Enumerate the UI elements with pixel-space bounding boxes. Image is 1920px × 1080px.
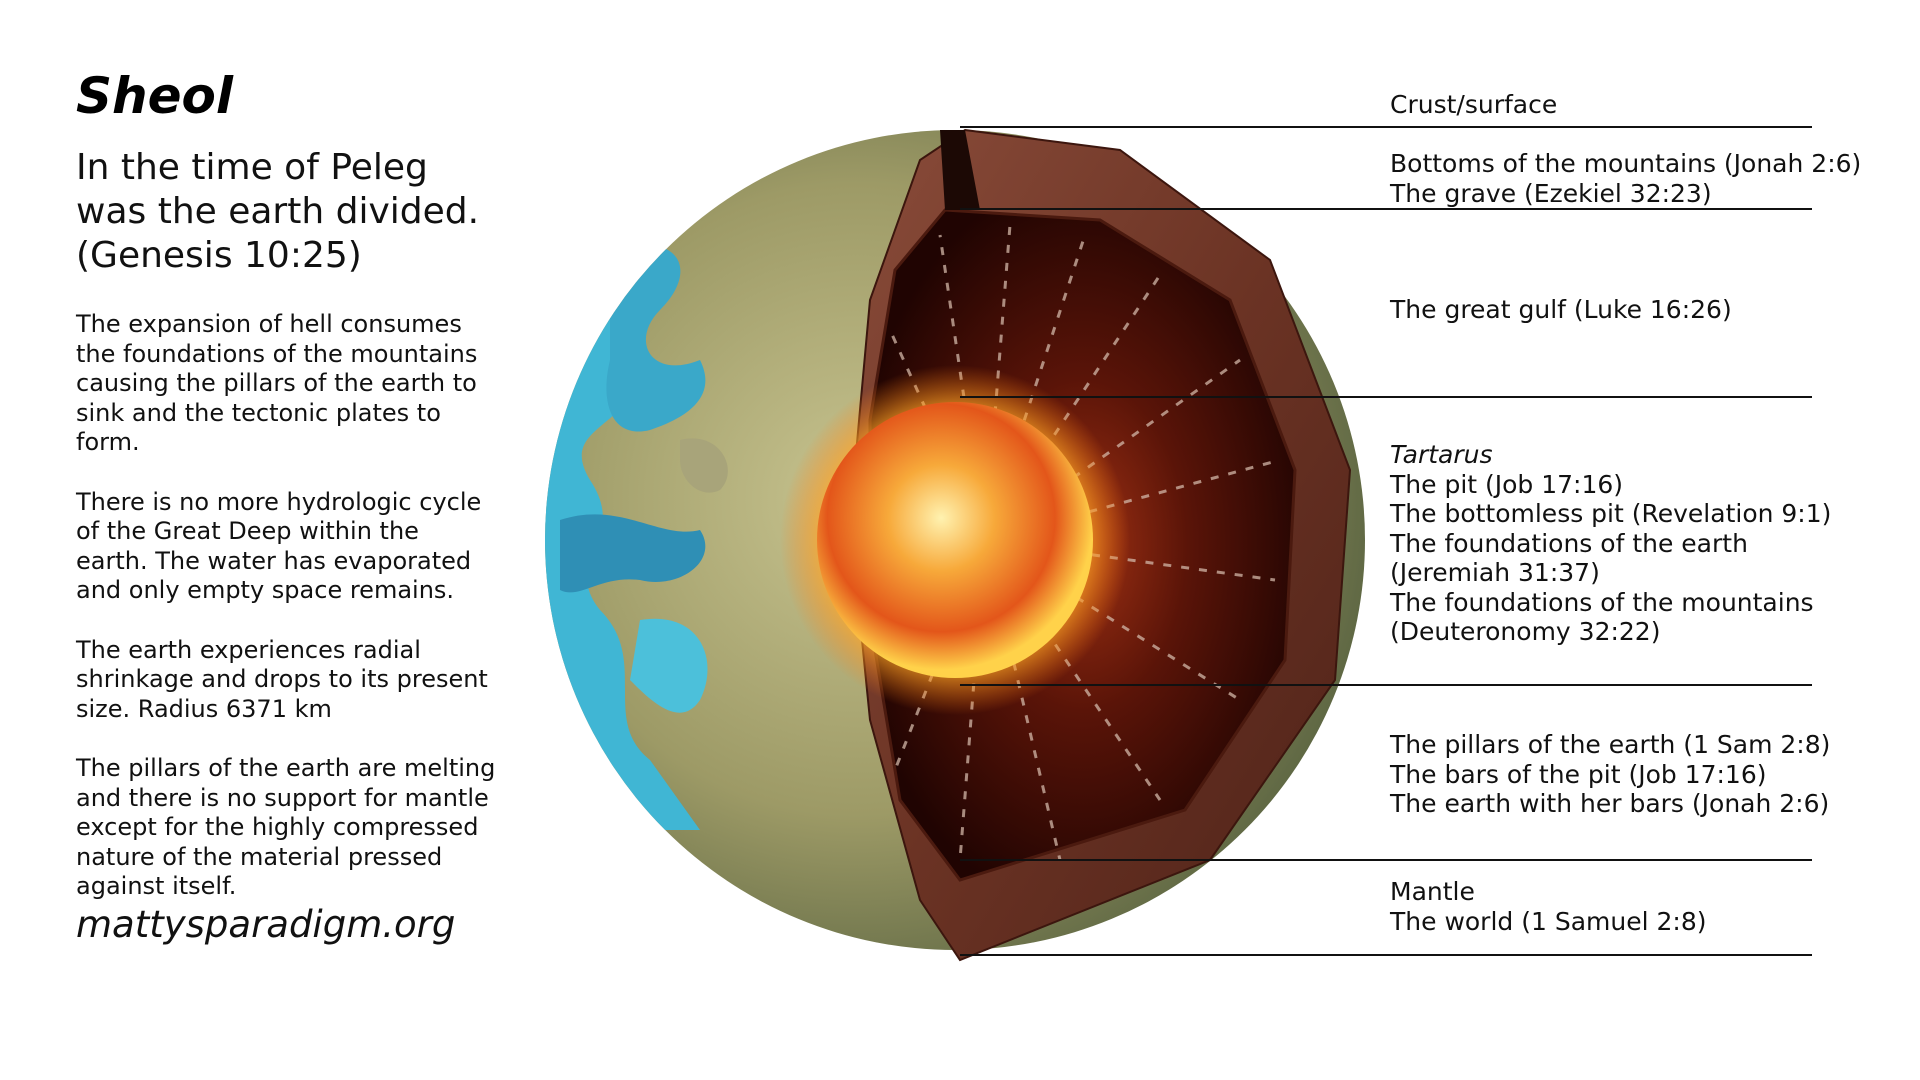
cutaway-interior	[780, 128, 1352, 962]
text-line: size. Radius 6371 km	[76, 694, 332, 723]
label-line: The foundations of the mountains	[1390, 587, 1814, 617]
label-line: Bottoms of the mountains (Jonah 2:6)	[1390, 149, 1862, 178]
text-line: of the Great Deep within the	[76, 517, 419, 545]
left-text-column: Sheol In the time of Peleg was the earth…	[76, 60, 506, 902]
website-url: mattysparadigm.org	[76, 903, 456, 946]
label-line: The foundations of the earth	[1390, 528, 1748, 558]
label-line: The great gulf (Luke 16:26)	[1390, 295, 1732, 324]
text-line: shrinkage and drops to its present	[76, 665, 488, 693]
label-line: The world (1 Samuel 2:8)	[1390, 906, 1707, 936]
label-line: (Deuteronomy 32:22)	[1390, 617, 1661, 646]
text-line: and there is no support for mantle	[76, 783, 489, 812]
text-line: earth. The water has evaporated	[76, 546, 472, 575]
subtitle-line: In the time of Peleg	[76, 147, 428, 188]
paragraph-pillars-melting: The pillars of the earth are melting and…	[76, 754, 506, 902]
text-line: causing the pillars of the earth to	[76, 369, 477, 397]
burning-core	[817, 402, 1093, 678]
label-line: The pit (Job 17:16)	[1390, 469, 1624, 499]
text-line: except for the highly compressed	[76, 813, 479, 841]
page-title: Sheol	[76, 67, 234, 125]
label-great-gulf: The great gulf (Luke 16:26)	[1390, 295, 1732, 325]
subtitle-line: was the earth divided.	[76, 191, 480, 232]
paragraph-hydrologic-cycle: There is no more hydrologic cycle of the…	[76, 488, 506, 606]
text-line: the foundations of the mountains	[76, 339, 478, 368]
label-mountains: Bottoms of the mountains (Jonah 2:6) The…	[1390, 149, 1861, 208]
text-line: The earth experiences radial	[76, 635, 421, 664]
text-line: There is no more hydrologic cycle	[76, 487, 482, 516]
label-mantle: Mantle The world (1 Samuel 2:8)	[1390, 877, 1706, 936]
ocean-region	[545, 244, 728, 831]
text-line: form.	[76, 428, 140, 456]
text-line: The expansion of hell consumes	[76, 310, 462, 338]
text-line: nature of the material pressed	[76, 842, 443, 871]
subtitle-line: (Genesis 10:25)	[76, 235, 362, 276]
tartarus-heading: Tartarus	[1390, 440, 1493, 469]
label-line: The bottomless pit (Revelation 9:1)	[1390, 499, 1832, 528]
text-line: against itself.	[76, 872, 237, 900]
paragraph-hell-expansion: The expansion of hell consumes the found…	[76, 310, 506, 458]
label-line: The bars of the pit (Job 17:16)	[1390, 759, 1767, 789]
layer-lines	[960, 126, 1812, 956]
label-line: The earth with her bars (Jonah 2:6)	[1390, 789, 1830, 818]
label-line: (Jeremiah 31:37)	[1390, 558, 1600, 587]
paragraph-radial-shrinkage: The earth experiences radial shrinkage a…	[76, 636, 506, 725]
label-line: Mantle	[1390, 877, 1475, 906]
label-line: The grave (Ezekiel 32:23)	[1390, 178, 1712, 208]
label-crust: Crust/surface	[1390, 90, 1557, 120]
label-pillars: The pillars of the earth (1 Sam 2:8) The…	[1390, 730, 1830, 819]
subtitle: In the time of Peleg was the earth divid…	[76, 146, 506, 278]
label-line: The pillars of the earth (1 Sam 2:8)	[1390, 730, 1831, 759]
label-line: Crust/surface	[1390, 90, 1558, 119]
text-line: The pillars of the earth are melting	[76, 754, 496, 782]
text-line: and only empty space remains.	[76, 576, 455, 604]
text-line: sink and the tectonic plates to	[76, 398, 441, 427]
label-tartarus: Tartarus The pit (Job 17:16) The bottoml…	[1390, 440, 1831, 647]
